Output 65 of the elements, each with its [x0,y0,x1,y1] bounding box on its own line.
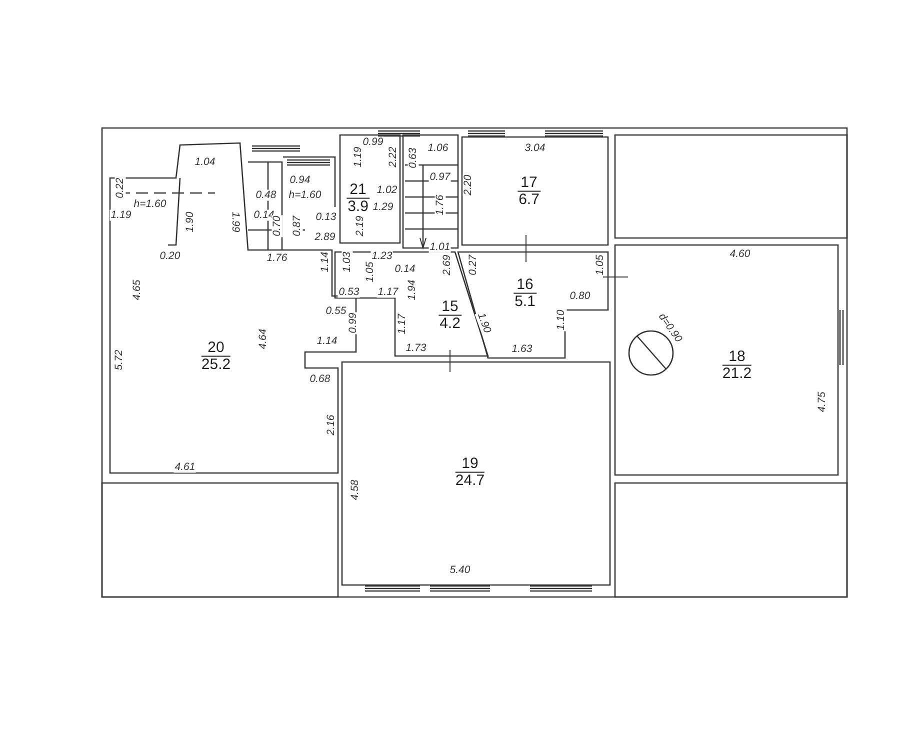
dimension-label: 0.99 [362,136,384,148]
dimension-label: 0.13 [314,212,338,222]
room-label: 17 6.7 [518,174,540,208]
dimension-label: 1.90 [184,210,196,234]
dimension-label: 2.22 [388,146,398,168]
dimension-label: 0.87 [292,214,302,238]
dimension-label: 0.20 [158,250,182,262]
dimension-label: 1.23 [370,250,394,262]
dimension-label: 1.19 [110,210,132,220]
dimension-label: 5.40 [448,564,472,576]
dimension-label: 4.58 [350,478,360,502]
dimension-label: 0.14 [394,264,416,274]
dimension-label: 1.73 [404,342,428,354]
dimension-label: 1.63 [510,344,534,354]
dimension-label: 1.05 [594,254,606,276]
dimension-label: 0.68 [308,374,332,384]
dimension-label: 4.60 [728,248,752,260]
dimension-label: 5.72 [114,348,124,372]
dimension-label: 0.94 [288,174,312,186]
dimension-label: 4.75 [816,390,828,414]
dimension-label: 1.14 [320,250,330,274]
dimension-label: 0.63 [408,146,418,170]
dimension-label: 0.70 [272,214,282,238]
dimension-label: 1.99 [230,210,240,234]
dimension-label: 2.20 [462,174,474,196]
room-label: 19 24.7 [455,456,485,488]
dimension-label: 0.22 [114,176,126,200]
room-label: 15 4.2 [438,298,462,332]
dimension-label: 1.04 [194,156,216,168]
dimension-label: 4.61 [174,462,196,472]
dimension-label: 0.48 [254,190,278,200]
room-label: 21 3.9 [346,182,370,214]
dimension-label: 1.90 [475,310,493,336]
dimension-label: 1.17 [396,312,408,336]
dimension-label: 1.19 [352,146,364,168]
dimension-label: 1.29 [372,202,394,212]
dimension-label: 2.16 [326,414,336,436]
dimension-label: 4.64 [258,328,268,350]
dimension-label: 1.94 [406,278,418,302]
dimension-label: 2.19 [354,214,366,238]
dimension-label: 1.76 [266,252,288,264]
dimension-label: h=1.60 [288,190,322,200]
dimension-label: 0.97 [428,172,452,182]
dimension-label: 2.69 [442,254,452,276]
dimension-label: 3.04 [524,142,546,154]
dimension-label: 1.14 [316,336,338,346]
dimension-label: 1.06 [426,142,450,154]
dimension-label: 1.10 [556,308,566,332]
dimension-label: 0.99 [348,312,358,334]
dimension-label: h=1.60 [132,198,168,210]
dimension-label: 0.53 [338,286,360,298]
dimension-label: 0.27 [468,254,478,276]
dimension-label: 1.01 [428,242,452,252]
dimension-label: 4.65 [132,278,142,302]
dimension-label: 0.80 [568,290,592,302]
dimension-label: 1.03 [342,250,352,274]
dimension-label: 2.89 [314,232,336,242]
dimension-label: 1.76 [434,194,446,216]
dimension-label: 1.17 [376,286,400,298]
room-label: 18 21.2 [722,348,752,382]
dimension-label: 1.05 [364,260,376,284]
room-label: 16 5.1 [514,276,536,310]
room-label: 20 25.2 [201,340,231,372]
dimension-label: 1.02 [376,184,398,196]
dimension-label: 0.55 [324,306,348,316]
